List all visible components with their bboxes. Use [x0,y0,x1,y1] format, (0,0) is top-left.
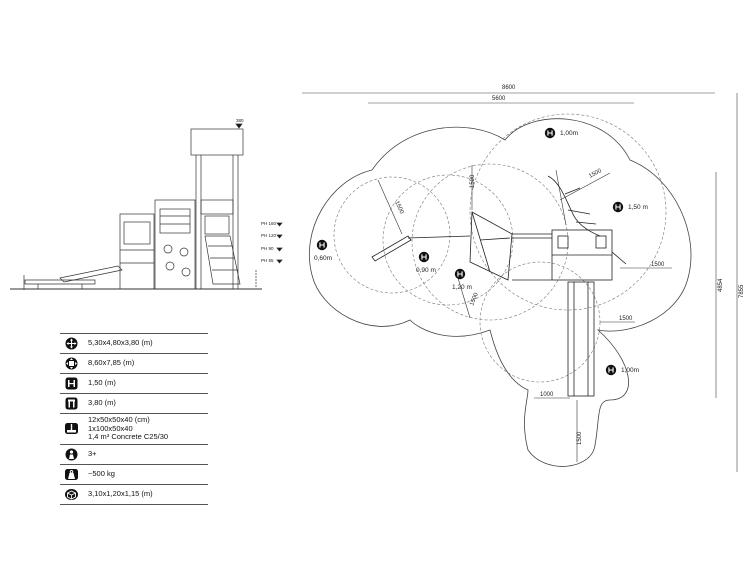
spec-row-age: 3+ [60,443,208,464]
tower-slide [204,235,241,285]
plan-balance-beam [371,235,412,262]
svg-text:1,50 m: 1,50 m [628,204,648,211]
dim-radius-mid: 1500 [469,292,480,307]
balance-beam [24,279,96,285]
spec-row-dimensions: 5,30x4,80x3,80 (m) [60,333,208,353]
safety-area-icon [63,357,80,371]
ph-label-55: PH 55 [261,258,274,263]
fall-height-icon [63,377,80,391]
side-height-marker: 380 [236,118,244,123]
zone-marker-right: 1,50 m [612,201,648,213]
spec-value: 3,80 (m) [88,398,116,408]
dim-radius-left: 1500 [393,200,404,215]
spec-row-fall-height: 1,50 (m) [60,373,208,393]
svg-text:0,90 m: 0,90 m [416,267,436,274]
low-platform [119,213,155,290]
ph-label-160: PH 160 [261,221,277,226]
spec-value: 3,10x1,20x1,15 (m) [88,488,153,498]
zone-marker-mid-left: 0,90 m [416,251,436,274]
spec-table: 5,30x4,80x3,80 (m) 8,60x7,85 (m) 1,50 (m… [60,333,208,505]
spec-value: 5,30x4,80x3,80 (m) [88,338,153,348]
total-height-icon [63,397,80,411]
svg-text:1,00m: 1,00m [560,130,578,137]
fall-height-icon [612,201,624,213]
ph-label-90: PH 90 [261,246,274,251]
plan-slide [567,281,595,397]
fall-height-icon [316,239,328,251]
dim-radius-right: 1500 [651,262,665,268]
climbing-wall [154,199,196,290]
dim-radius-slide: 1500 [619,316,633,322]
zone-marker-bottom: 1,00m [605,364,639,376]
spec-value: 1,4 m³ Concrete C25/30 [88,432,169,441]
svg-text:1,00m: 1,00m [621,367,639,374]
spec-row-safety-area: 8,60x7,85 (m) [60,353,208,373]
svg-text:1,20 m: 1,20 m [452,284,472,291]
ph-label-120: PH 120 [261,233,277,238]
fall-height-icon [418,251,430,263]
dim-radius-top-right: 1500 [588,168,603,180]
dim-equipment-depth: 4854 [718,278,724,292]
age-icon [63,447,80,461]
spec-value: 12x50x50x40 (cm) [88,415,150,424]
dim-equipment-width: 5600 [492,96,506,102]
zone-marker-mid: 1,20 m [452,268,472,291]
spec-value: 8,60x7,85 (m) [88,358,135,368]
dim-overall-width: 8600 [502,85,516,91]
side-elevation [10,123,283,290]
zone-marker-left: 0,60m [314,239,332,262]
spec-row-package: 3,10x1,20x1,15 (m) [60,483,208,505]
spec-value: 3+ [88,448,97,458]
dim-radius-top: 1500 [470,174,476,188]
spec-value: 1x100x50x40 [88,423,133,433]
spec-row-foundation: 12x50x50x40 (cm) 1x100x50x40 1,4 m³ Conc… [60,413,208,444]
spec-value: ~500 kg [88,468,115,478]
weight-icon [63,467,80,481]
svg-text:0,60m: 0,60m [314,255,332,262]
dim-radius-bottom: 1500 [577,431,583,445]
tower-roof [190,128,244,156]
fall-height-icon [605,364,617,376]
spec-row-total-height: 3,80 (m) [60,393,208,413]
spec-value: 1,50 (m) [88,378,116,388]
dimensions-icon [63,337,80,351]
dim-overall-depth: 7855 [739,284,745,298]
safety-area-outline [308,118,692,467]
climbing-ramp [59,265,123,283]
foundation-icon [63,422,80,436]
plan-climbing-frame [469,211,513,281]
plan-view [302,92,738,472]
package-icon [63,487,80,501]
plan-branch [547,175,601,237]
fall-height-icon [454,268,466,280]
dim-slide-clearance: 1000 [540,392,554,398]
spec-row-weight: ~500 kg [60,463,208,484]
fall-height-icon [544,127,556,139]
zone-marker-top: 1,00m [544,127,578,139]
